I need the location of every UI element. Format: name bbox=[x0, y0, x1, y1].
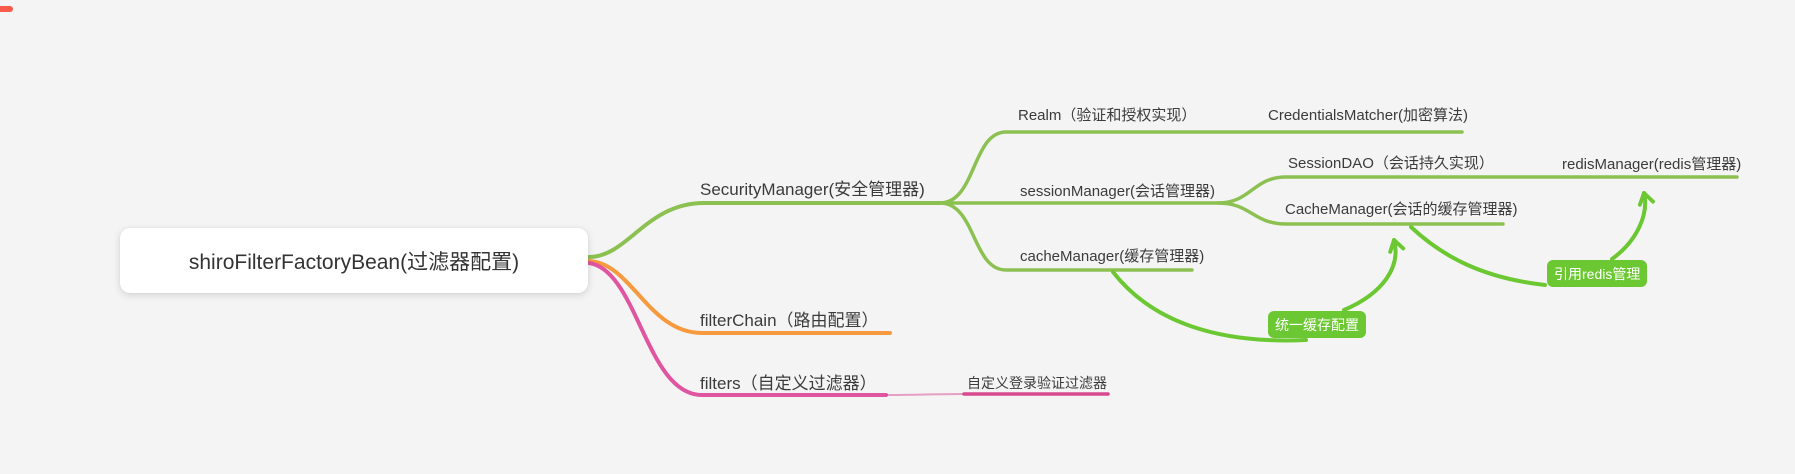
node-cache-manager[interactable]: cacheManager(缓存管理器) bbox=[1020, 248, 1205, 265]
relation-unified-to-cachemanager-arrow bbox=[1342, 238, 1406, 312]
node-security-manager[interactable]: SecurityManager(安全管理器) bbox=[700, 180, 925, 199]
corner-red-mark bbox=[0, 6, 13, 12]
node-session-manager[interactable]: sessionManager(会话管理器) bbox=[1020, 183, 1216, 200]
node-session-dao[interactable]: SessionDAO（会话持久实现） bbox=[1288, 155, 1494, 172]
relation-cachemanager-to-redis-badge-line bbox=[1409, 225, 1547, 287]
relation-cache-to-unified-line bbox=[1111, 270, 1308, 343]
root-node[interactable]: shiroFilterFactoryBean(过滤器配置) bbox=[120, 228, 588, 293]
node-redis-manager[interactable]: redisManager(redis管理器) bbox=[1562, 156, 1742, 173]
branch-filters-line bbox=[587, 261, 888, 397]
root-node-label: shiroFilterFactoryBean(过滤器配置) bbox=[188, 250, 520, 274]
node-credentials-matcher[interactable]: CredentialsMatcher(加密算法) bbox=[1268, 107, 1469, 124]
branch-session-cache-manager-line bbox=[1216, 201, 1505, 226]
callout-ref-redis[interactable]: 引用redis管理 bbox=[1547, 260, 1648, 287]
relation-badge-to-redismanager-arrow bbox=[1610, 191, 1655, 261]
node-filters[interactable]: filters（自定义过滤器） bbox=[700, 374, 877, 393]
node-session-cache-manager[interactable]: CacheManager(会话的缓存管理器) bbox=[1285, 201, 1518, 218]
branch-session-dao-line bbox=[1216, 175, 1739, 205]
branch-cache-manager-line bbox=[938, 201, 1194, 272]
node-filter-chain[interactable]: filterChain（路由配置） bbox=[700, 311, 879, 330]
branch-security-manager-line bbox=[587, 201, 942, 259]
branch-custom-filter-connector bbox=[885, 393, 965, 396]
node-custom-login-filter[interactable]: 自定义登录验证过滤器 bbox=[967, 375, 1107, 391]
callout-unified-cache[interactable]: 统一缓存配置 bbox=[1268, 311, 1366, 338]
branch-realm-line bbox=[938, 130, 1464, 205]
node-realm[interactable]: Realm（验证和授权实现） bbox=[1018, 107, 1197, 124]
branch-filter-chain-line bbox=[587, 259, 892, 335]
